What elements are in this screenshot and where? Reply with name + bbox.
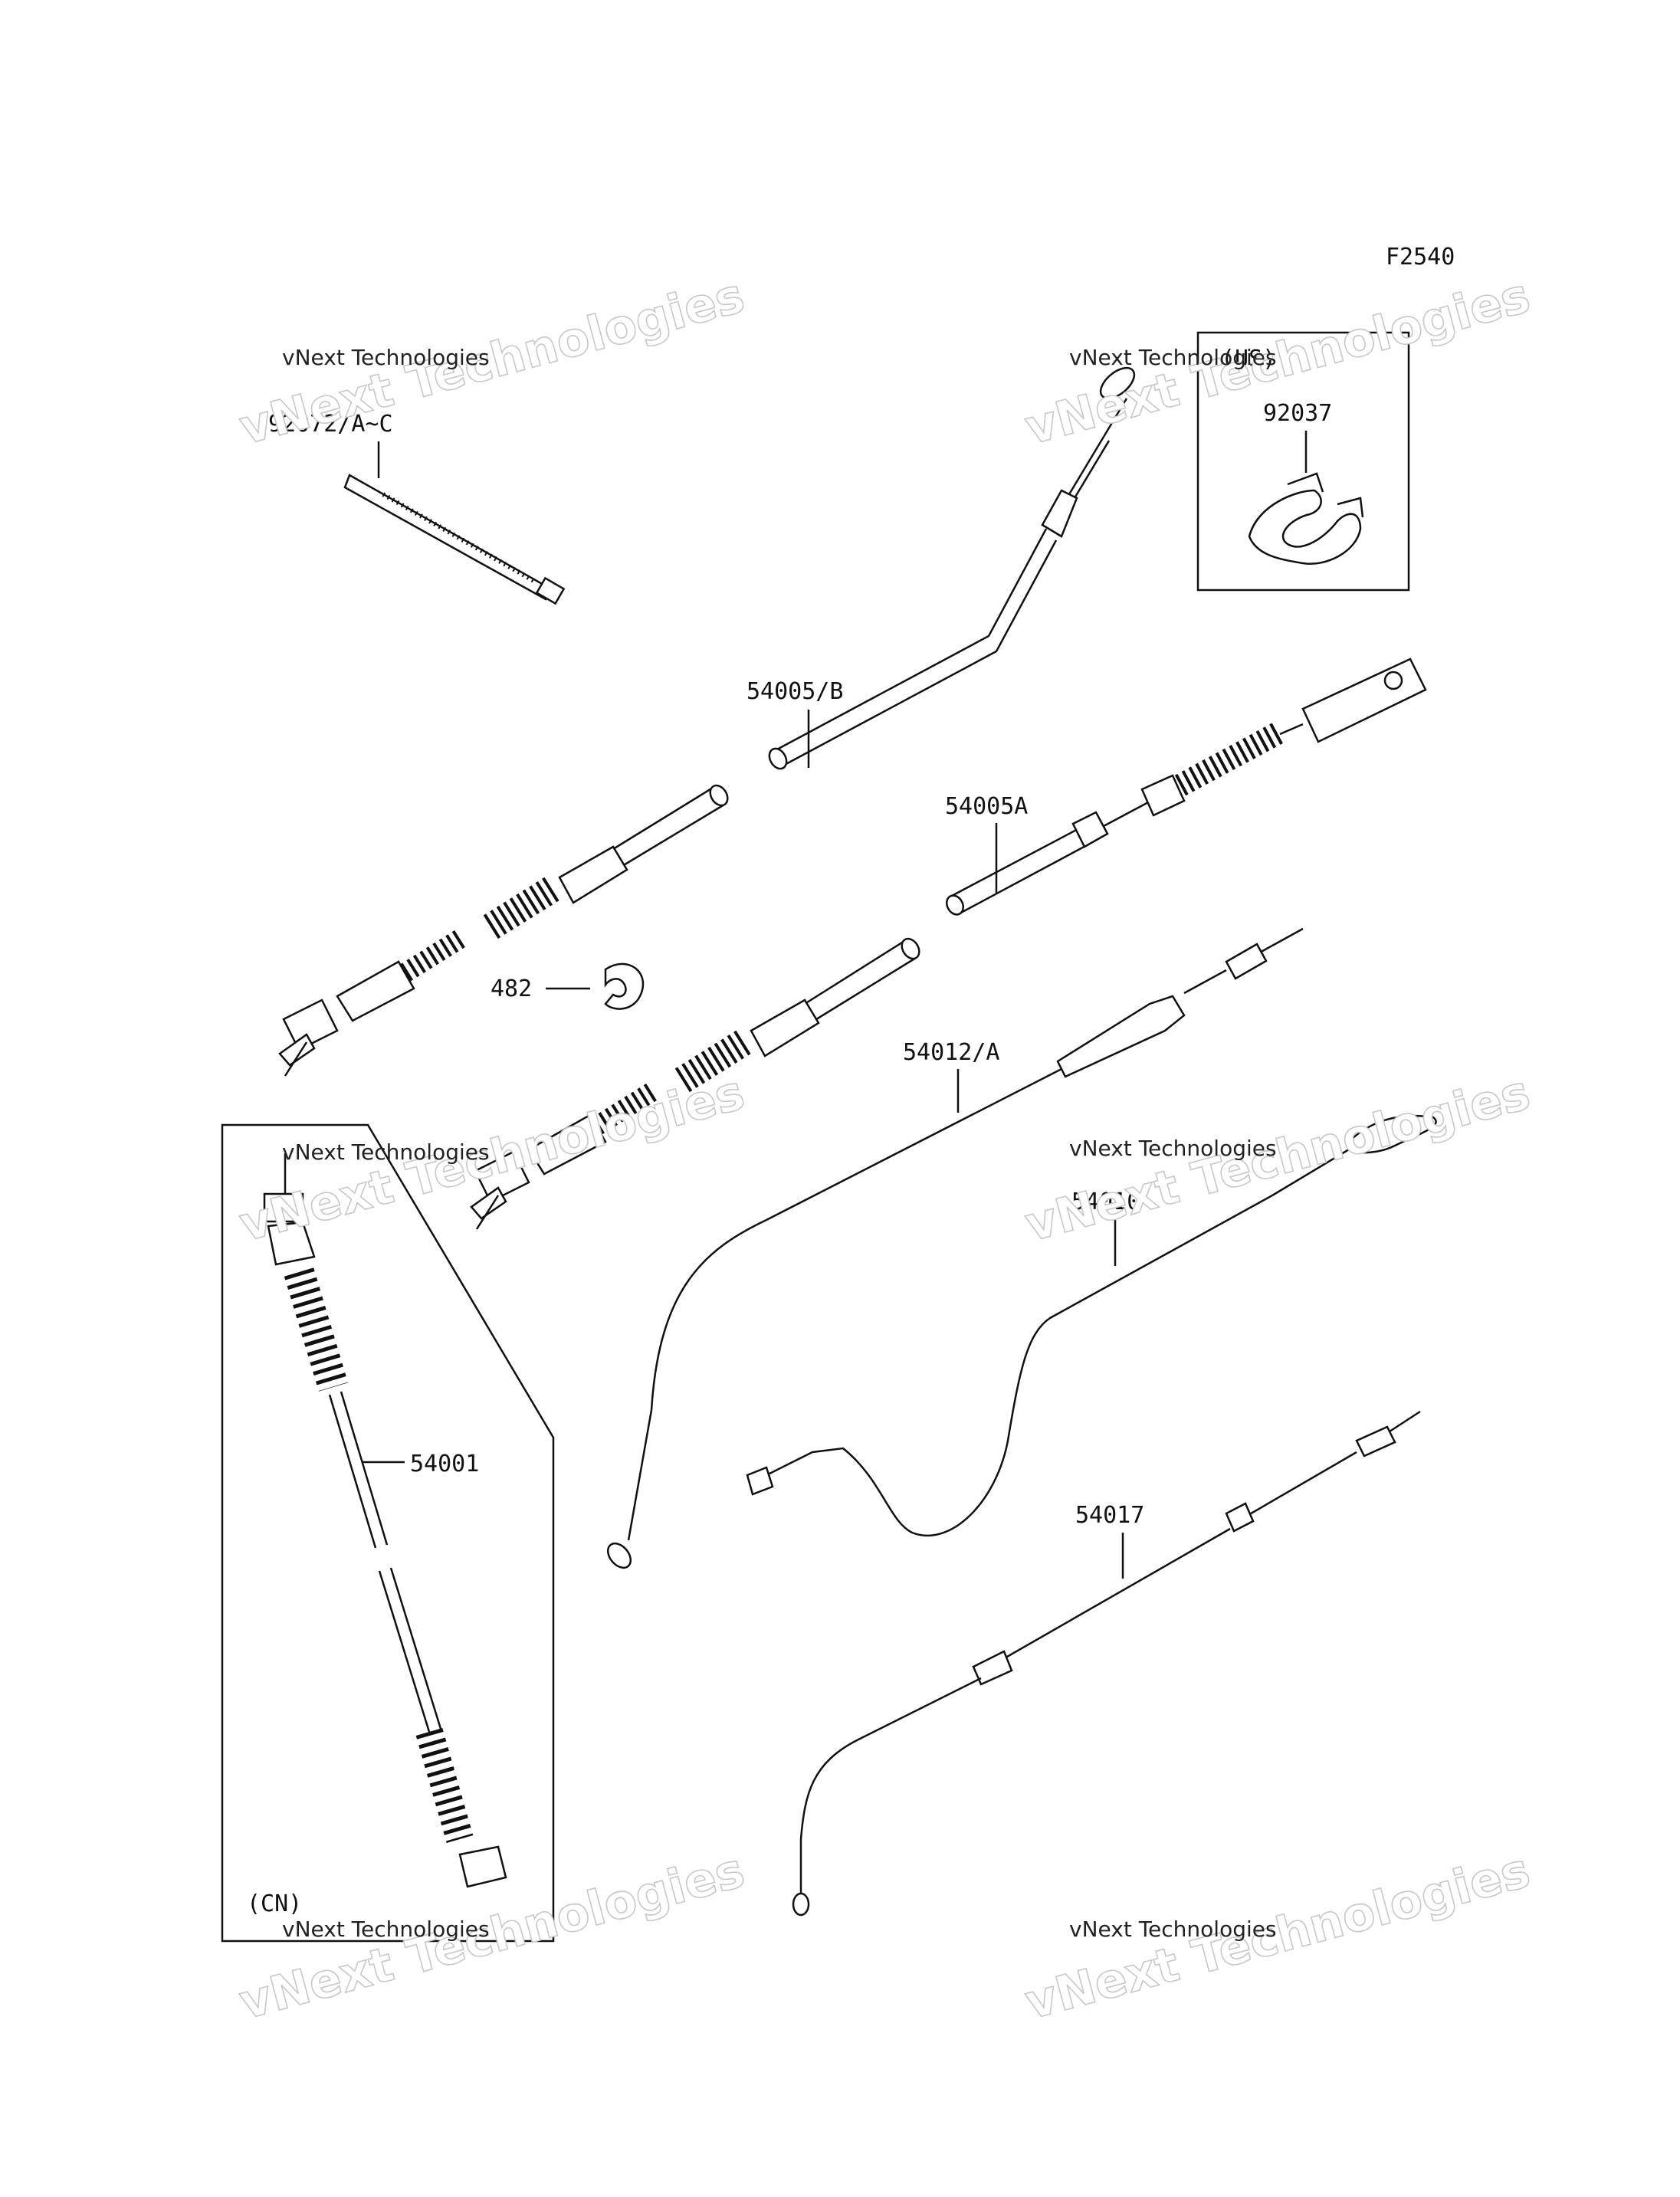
watermark-small: vNext Technologies [1069,1136,1277,1161]
watermark-mid-right: vNext Technologies vNext Technologies [1019,1064,1536,1254]
adjuster-cable-lower [470,937,920,1230]
watermark-bottom-right: vNext Technologies vNext Technologies [1019,1841,1536,2031]
cable-54005b: 54005/B [746,366,1136,770]
watermark-small: vNext Technologies [1069,345,1277,370]
choke-label: 54010 [1071,1189,1140,1215]
cable-54005b-label: 54005/B [746,678,843,705]
cn-box: (CN) [221,1123,555,1943]
watermark-small: vNext Technologies [282,345,490,370]
watermark-top-left: vNext Technologies vNext Technologies [233,267,750,457]
watermark-top-right: vNext Technologies vNext Technologies [1019,267,1536,457]
watermark-small: vNext Technologies [282,1139,490,1165]
cable-54005a: 54005A [945,657,1427,916]
speedo-label: 54001 [410,1451,479,1477]
speedo-cable-54001: 54001 [263,1153,507,1888]
clamp-part [1248,472,1364,566]
cable-tie: 92072/A~C [268,411,566,605]
clip-482: 482 [491,962,645,1010]
watermark-small: vNext Technologies [282,1917,490,1942]
clutch-label: 54017 [1075,1502,1144,1529]
clamp-label: 92037 [1263,400,1332,427]
cable-tie-label: 92072/A~C [268,411,393,438]
choke-cable-54010: 54010 [746,1114,1437,1537]
watermark-mid-left: vNext Technologies vNext Technologies [233,1064,750,1254]
clip-label: 482 [491,976,532,1002]
us-box: (US) 92037 [1196,331,1410,592]
clutch-cable-54017: 54017 [792,1410,1421,1917]
adjuster-cable-upper [278,784,729,1077]
cn-region-label: (CN) [247,1890,302,1917]
throttle-cable-54012a: 54012/A [606,927,1304,1569]
watermark-small: vNext Technologies [1069,1917,1277,1942]
throttle-label: 54012/A [903,1039,999,1066]
figure-code: F2540 [1386,244,1455,271]
cable-54005a-label: 54005A [945,793,1028,820]
us-region-label: (US) [1221,346,1276,372]
